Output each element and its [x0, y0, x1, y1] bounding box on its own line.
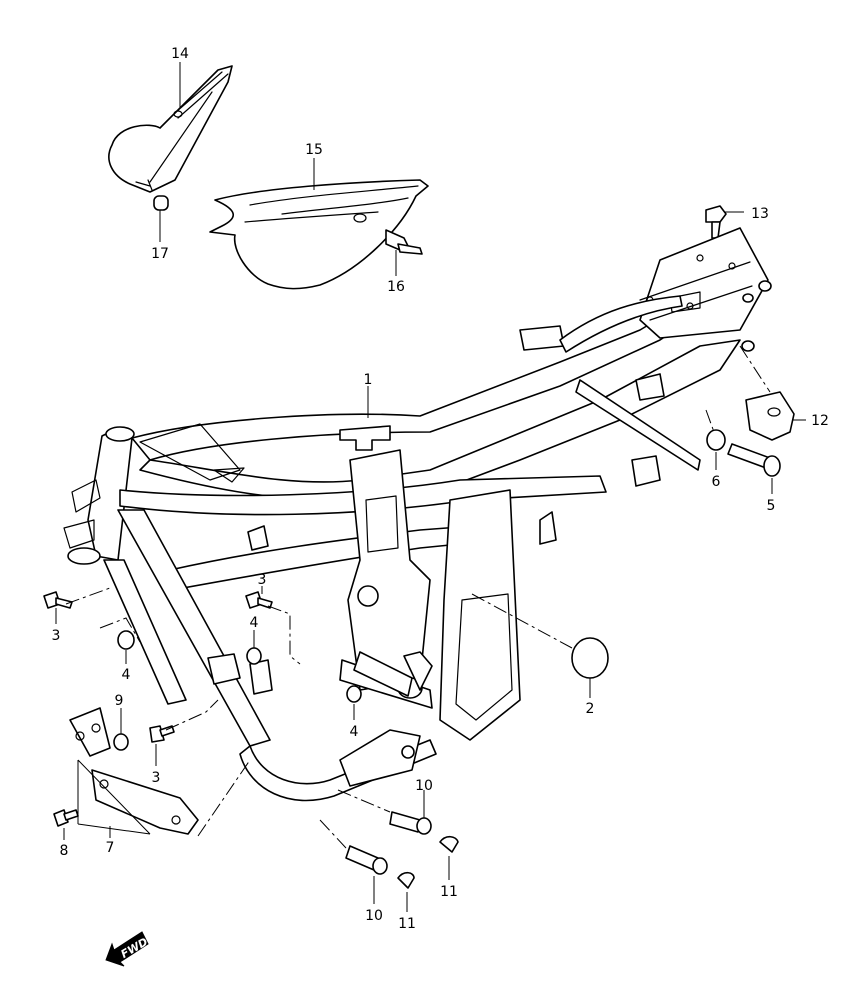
part-4-nut-center	[246, 647, 262, 665]
callout-3a: 3	[52, 628, 61, 644]
callout-14: 14	[171, 46, 189, 62]
callout-6: 6	[712, 474, 721, 490]
part-7-footrest-bracket	[69, 707, 199, 835]
part-3-bolt-center	[245, 591, 273, 609]
fwd-arrow-icon: FWD	[105, 931, 150, 967]
part-5-bolt	[727, 443, 781, 477]
callout-11b: 11	[398, 916, 416, 932]
callout-10a: 10	[415, 778, 433, 794]
part-6-washer	[706, 429, 726, 451]
callout-3c: 3	[152, 770, 161, 786]
part-1-frame	[63, 227, 772, 802]
part-3-bolt-left	[43, 591, 73, 609]
part-13-bolt	[705, 205, 727, 239]
callout-4b: 4	[250, 615, 259, 631]
callout-2: 2	[586, 701, 595, 717]
callout-5: 5	[767, 498, 776, 514]
part-9-nut	[113, 733, 129, 751]
part-2-plug	[571, 637, 609, 679]
callout-8: 8	[60, 843, 69, 859]
part-11-cap-lower	[397, 871, 415, 889]
leader-lines	[55, 62, 806, 912]
callout-16: 16	[387, 279, 405, 295]
part-10-bolt-lower	[345, 845, 388, 875]
callout-11a: 11	[440, 884, 458, 900]
callout-3b: 3	[258, 572, 267, 588]
callout-12: 12	[811, 413, 829, 429]
callout-13: 13	[751, 206, 769, 222]
callout-15: 15	[305, 142, 323, 158]
part-10-bolt-upper	[389, 811, 432, 835]
callout-labels: 1 2 3 3 3 4 4 4 5 6 7 8 9 10 10 11 11 12…	[52, 46, 829, 932]
callout-1: 1	[364, 372, 373, 388]
part-8-bolt	[53, 809, 79, 827]
part-14-side-cover	[108, 65, 233, 211]
part-4-nut-left	[117, 630, 135, 650]
callout-10b: 10	[365, 908, 383, 924]
part-16-bolt	[385, 229, 423, 255]
callout-4a: 4	[122, 667, 131, 683]
callout-17: 17	[151, 246, 169, 262]
callout-7: 7	[106, 840, 115, 856]
part-11-cap-upper	[439, 835, 459, 853]
assembly-dash-lines	[65, 345, 771, 849]
part-15-side-cover	[209, 179, 429, 290]
part-12-bracket	[745, 391, 795, 441]
callout-4c: 4	[350, 724, 359, 740]
part-4-nut-lower	[346, 685, 362, 703]
callout-9: 9	[115, 693, 124, 709]
